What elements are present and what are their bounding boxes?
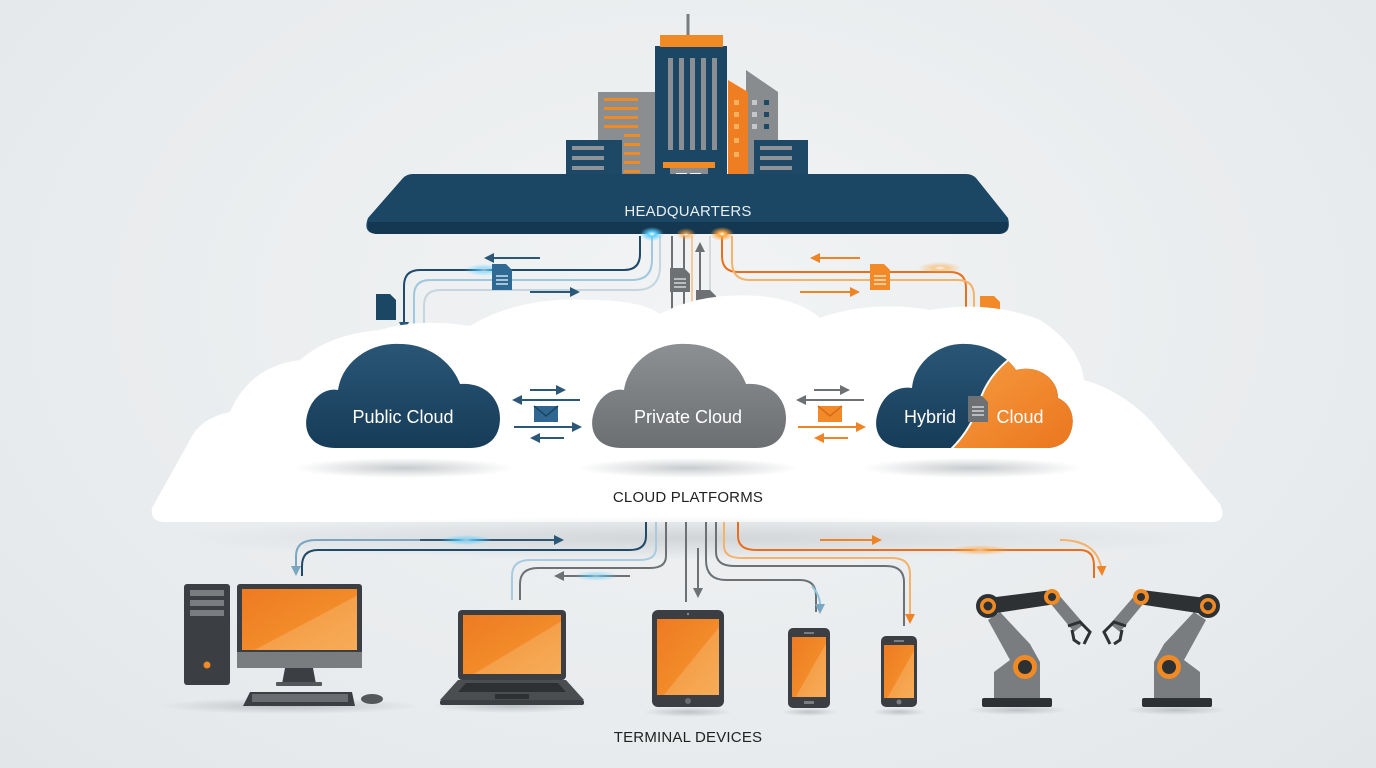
smartphone-icon[interactable] [873,636,925,716]
robotic-arm-icon[interactable] [968,589,1092,715]
document-icon [670,268,690,292]
document-icon [870,264,890,290]
headquarters-node[interactable] [366,14,1009,234]
hybrid-cloud-label-right: Cloud [996,407,1044,427]
smartphone-icon[interactable] [781,628,837,716]
private-hybrid-exchange [796,385,866,443]
headquarters-label: HEADQUARTERS [624,203,752,220]
public-private-exchange [512,385,582,443]
cloud-to-device-flows [291,522,1107,626]
document-icon [492,264,512,290]
envelope-icon [817,405,843,422]
private-cloud-label: Private Cloud [633,407,743,427]
public-cloud-node[interactable] [306,343,500,448]
cloud-platforms-label: CLOUD PLATFORMS [612,489,764,506]
terminal-devices-label: TERMINAL DEVICES [613,729,763,746]
headquarters-platform [366,174,1009,234]
envelope-icon [533,405,559,422]
hybrid-cloud-label-left: Hybrid [903,407,956,427]
office-buildings-icon [566,14,808,196]
tablet-icon[interactable] [643,610,733,717]
document-icon [376,294,396,320]
document-icon [968,396,988,422]
private-cloud-node[interactable] [592,343,786,448]
robotic-arm-icon[interactable] [1102,589,1226,715]
desktop-computer-icon[interactable] [160,584,420,714]
public-cloud-label: Public Cloud [352,407,454,427]
laptop-icon[interactable] [432,610,592,713]
